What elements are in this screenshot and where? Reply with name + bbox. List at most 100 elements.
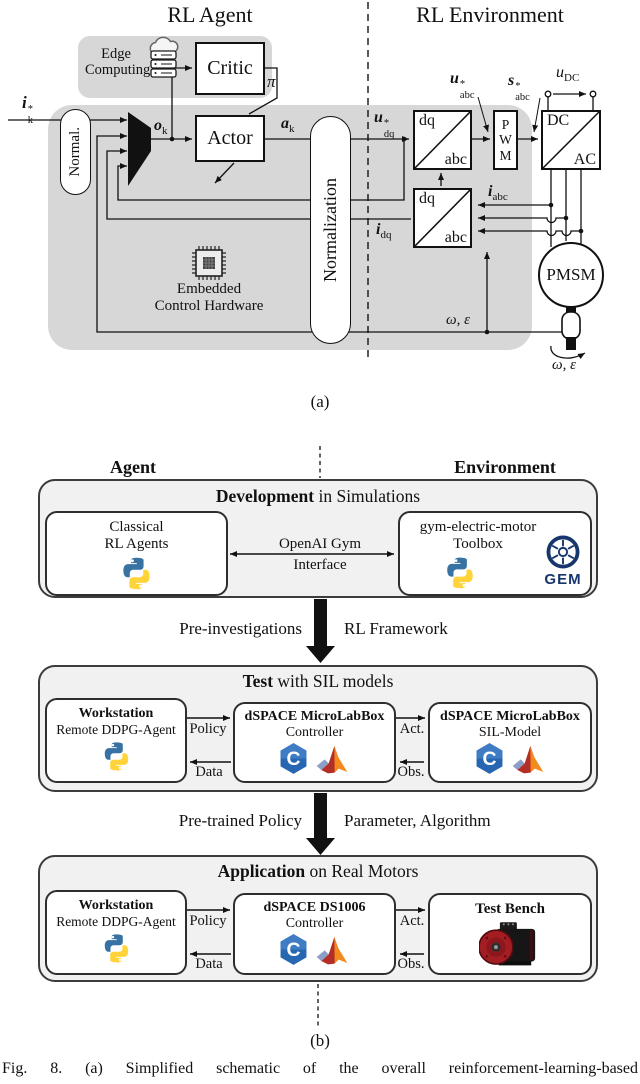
normalization-pill-block: Normalization [310, 116, 351, 344]
part-b-header-agent: Agent [110, 457, 156, 477]
pointer-uabc [477, 96, 489, 133]
classical-rl-agents-box: Classical RL Agents [45, 511, 228, 596]
chip-icon [192, 246, 226, 280]
rl-agents-label: RL Agents [104, 536, 169, 553]
openai-gym-label: OpenAI Gym [278, 536, 362, 552]
label-speed-angle-shaft: ω, ε [552, 357, 577, 373]
normal-pill-block: Normal. [60, 109, 91, 195]
pre-investigations-label: Pre-investigations [179, 619, 302, 638]
wire-pi-critic-to-actor [248, 67, 278, 115]
label-dc-link-voltage: uDC [556, 64, 580, 85]
microlabbox-controller-box: dSPACE MicroLabBox Controller [233, 702, 396, 783]
test-bench-title: Test Bench [475, 901, 545, 917]
data-flow-label-stage3: Data [195, 956, 223, 972]
controller-label: Controller [285, 725, 344, 741]
parameter-algorithm-label: Parameter, Algorithm [344, 811, 491, 830]
figure-caption-text: (a) Simplified schematic of the overall … [85, 1060, 639, 1077]
gem-logo-icon [544, 533, 582, 571]
policy-flow-label-stage3: Policy [189, 913, 227, 929]
c-language-icon [280, 743, 307, 774]
transition-arrow-1 [306, 599, 335, 663]
remote-ddpg-agent-label: Remote DDPG-Agent [56, 914, 176, 930]
edge-computing-label: Edge Computing [85, 46, 151, 79]
wire-observation-to-critic [171, 65, 192, 139]
edge-label-line2: Computing [85, 62, 151, 79]
figure-caption-number: Fig. 8. [2, 1060, 63, 1077]
gem-logo-text: GEM [544, 571, 582, 588]
caption-part-b: (b) [310, 1031, 330, 1050]
microlabbox-sil-model-box: dSPACE MicroLabBox SIL-Model [428, 702, 592, 783]
policy-flow-label-stage2: Policy [189, 721, 227, 737]
abc-label: abc [444, 229, 467, 246]
data-flow-label-stage2: Data [195, 764, 223, 780]
part-a-title-agent: RL Agent [167, 2, 253, 27]
dq-abc-transform-block-1: dq abc [413, 110, 472, 170]
dspace-ds1006-title: dSPACE DS1006 [263, 900, 366, 915]
edge-label-line1: Edge [101, 46, 131, 62]
pwm-label: PWM [499, 116, 512, 163]
test-bench-box: Test Bench [428, 893, 592, 975]
wire-iabc-2 [478, 215, 566, 224]
act-flow-label-stage2: Act. [399, 721, 425, 737]
rl-framework-label: RL Framework [344, 619, 448, 638]
actor-block: Actor [195, 115, 265, 162]
gym-electric-motor-box: gym-electric-motor Toolbox GEM [398, 511, 592, 596]
workstation-title: Workstation [78, 898, 154, 913]
wire-actor-adaptation-arrow [214, 162, 235, 184]
label-pi-policy: π [267, 72, 276, 91]
embedded-label-line2: Control Hardware [154, 297, 264, 314]
python-icon [442, 555, 478, 591]
abc-label: abc [444, 151, 467, 168]
dq-label: dq [419, 112, 435, 129]
python-icon [118, 555, 155, 592]
dspace-microlabbox-title: dSPACE MicroLabBox [440, 709, 580, 724]
remote-ddpg-agent-label: Remote DDPG-Agent [56, 722, 176, 738]
figure-caption: Fig. 8. (a) Simplified schematic of the … [2, 1060, 638, 1078]
controller-label: Controller [285, 916, 344, 932]
wire-iabc-3 [478, 228, 581, 237]
abc-dq-transform-block-2: dq abc [413, 188, 472, 248]
c-language-icon [280, 934, 307, 965]
motor-shaft-and-encoder [561, 306, 581, 350]
pmsm-label: PMSM [546, 265, 596, 284]
obs-flow-label-stage3: Obs. [397, 956, 425, 972]
workstation-box-stage3: Workstation Remote DDPG-Agent [45, 890, 187, 975]
gem-toolbox-text: gym-electric-motor Toolbox [400, 519, 556, 554]
pointer-sabc [532, 97, 541, 133]
pmsm-motor-block: PMSM [538, 242, 604, 308]
embedded-hardware-label: Embedded Control Hardware [149, 281, 269, 315]
label-action: ak [281, 115, 295, 136]
label-idq-currents: idq [376, 221, 392, 242]
matlab-icon [315, 935, 349, 965]
critic-label: Critic [207, 57, 253, 79]
sil-model-label: SIL-Model [478, 725, 542, 741]
c-language-icon [476, 743, 503, 774]
obs-flow-label-stage2: Obs. [397, 764, 425, 780]
normal-pill-label: Normal. [67, 127, 83, 177]
pwm-block: PWM [493, 110, 518, 170]
caption-part-a: (a) [310, 392, 330, 411]
cloud-server-icon [149, 36, 179, 78]
part-a-title-environment: RL Environment [416, 2, 564, 27]
matlab-icon [315, 744, 349, 774]
rotation-arrow [550, 345, 586, 360]
gym-electric-motor-label: gym-electric-motor [419, 519, 537, 535]
label-udq-reference: u*dq [374, 109, 395, 140]
ac-label: AC [573, 151, 596, 168]
wire-idq-feedback [106, 148, 411, 220]
label-speed-angle-wire: ω, ε [446, 312, 471, 328]
embedded-label-line1: Embedded [176, 281, 242, 297]
normalization-label: Normalization [320, 178, 340, 282]
part-b-flow-arrows [187, 551, 425, 957]
matlab-icon [511, 744, 545, 774]
junction-dots [169, 136, 584, 335]
label-uabc-reference: u*abc [450, 70, 475, 101]
label-observation: ok [154, 117, 168, 138]
label-iabc-currents: iabc [488, 183, 508, 204]
toolbox-label: Toolbox [453, 536, 503, 553]
act-flow-label-stage3: Act. [399, 913, 425, 929]
part-b-header-environment: Environment [454, 457, 556, 477]
workstation-box-stage2: Workstation Remote DDPG-Agent [45, 698, 187, 783]
python-icon [100, 932, 133, 965]
